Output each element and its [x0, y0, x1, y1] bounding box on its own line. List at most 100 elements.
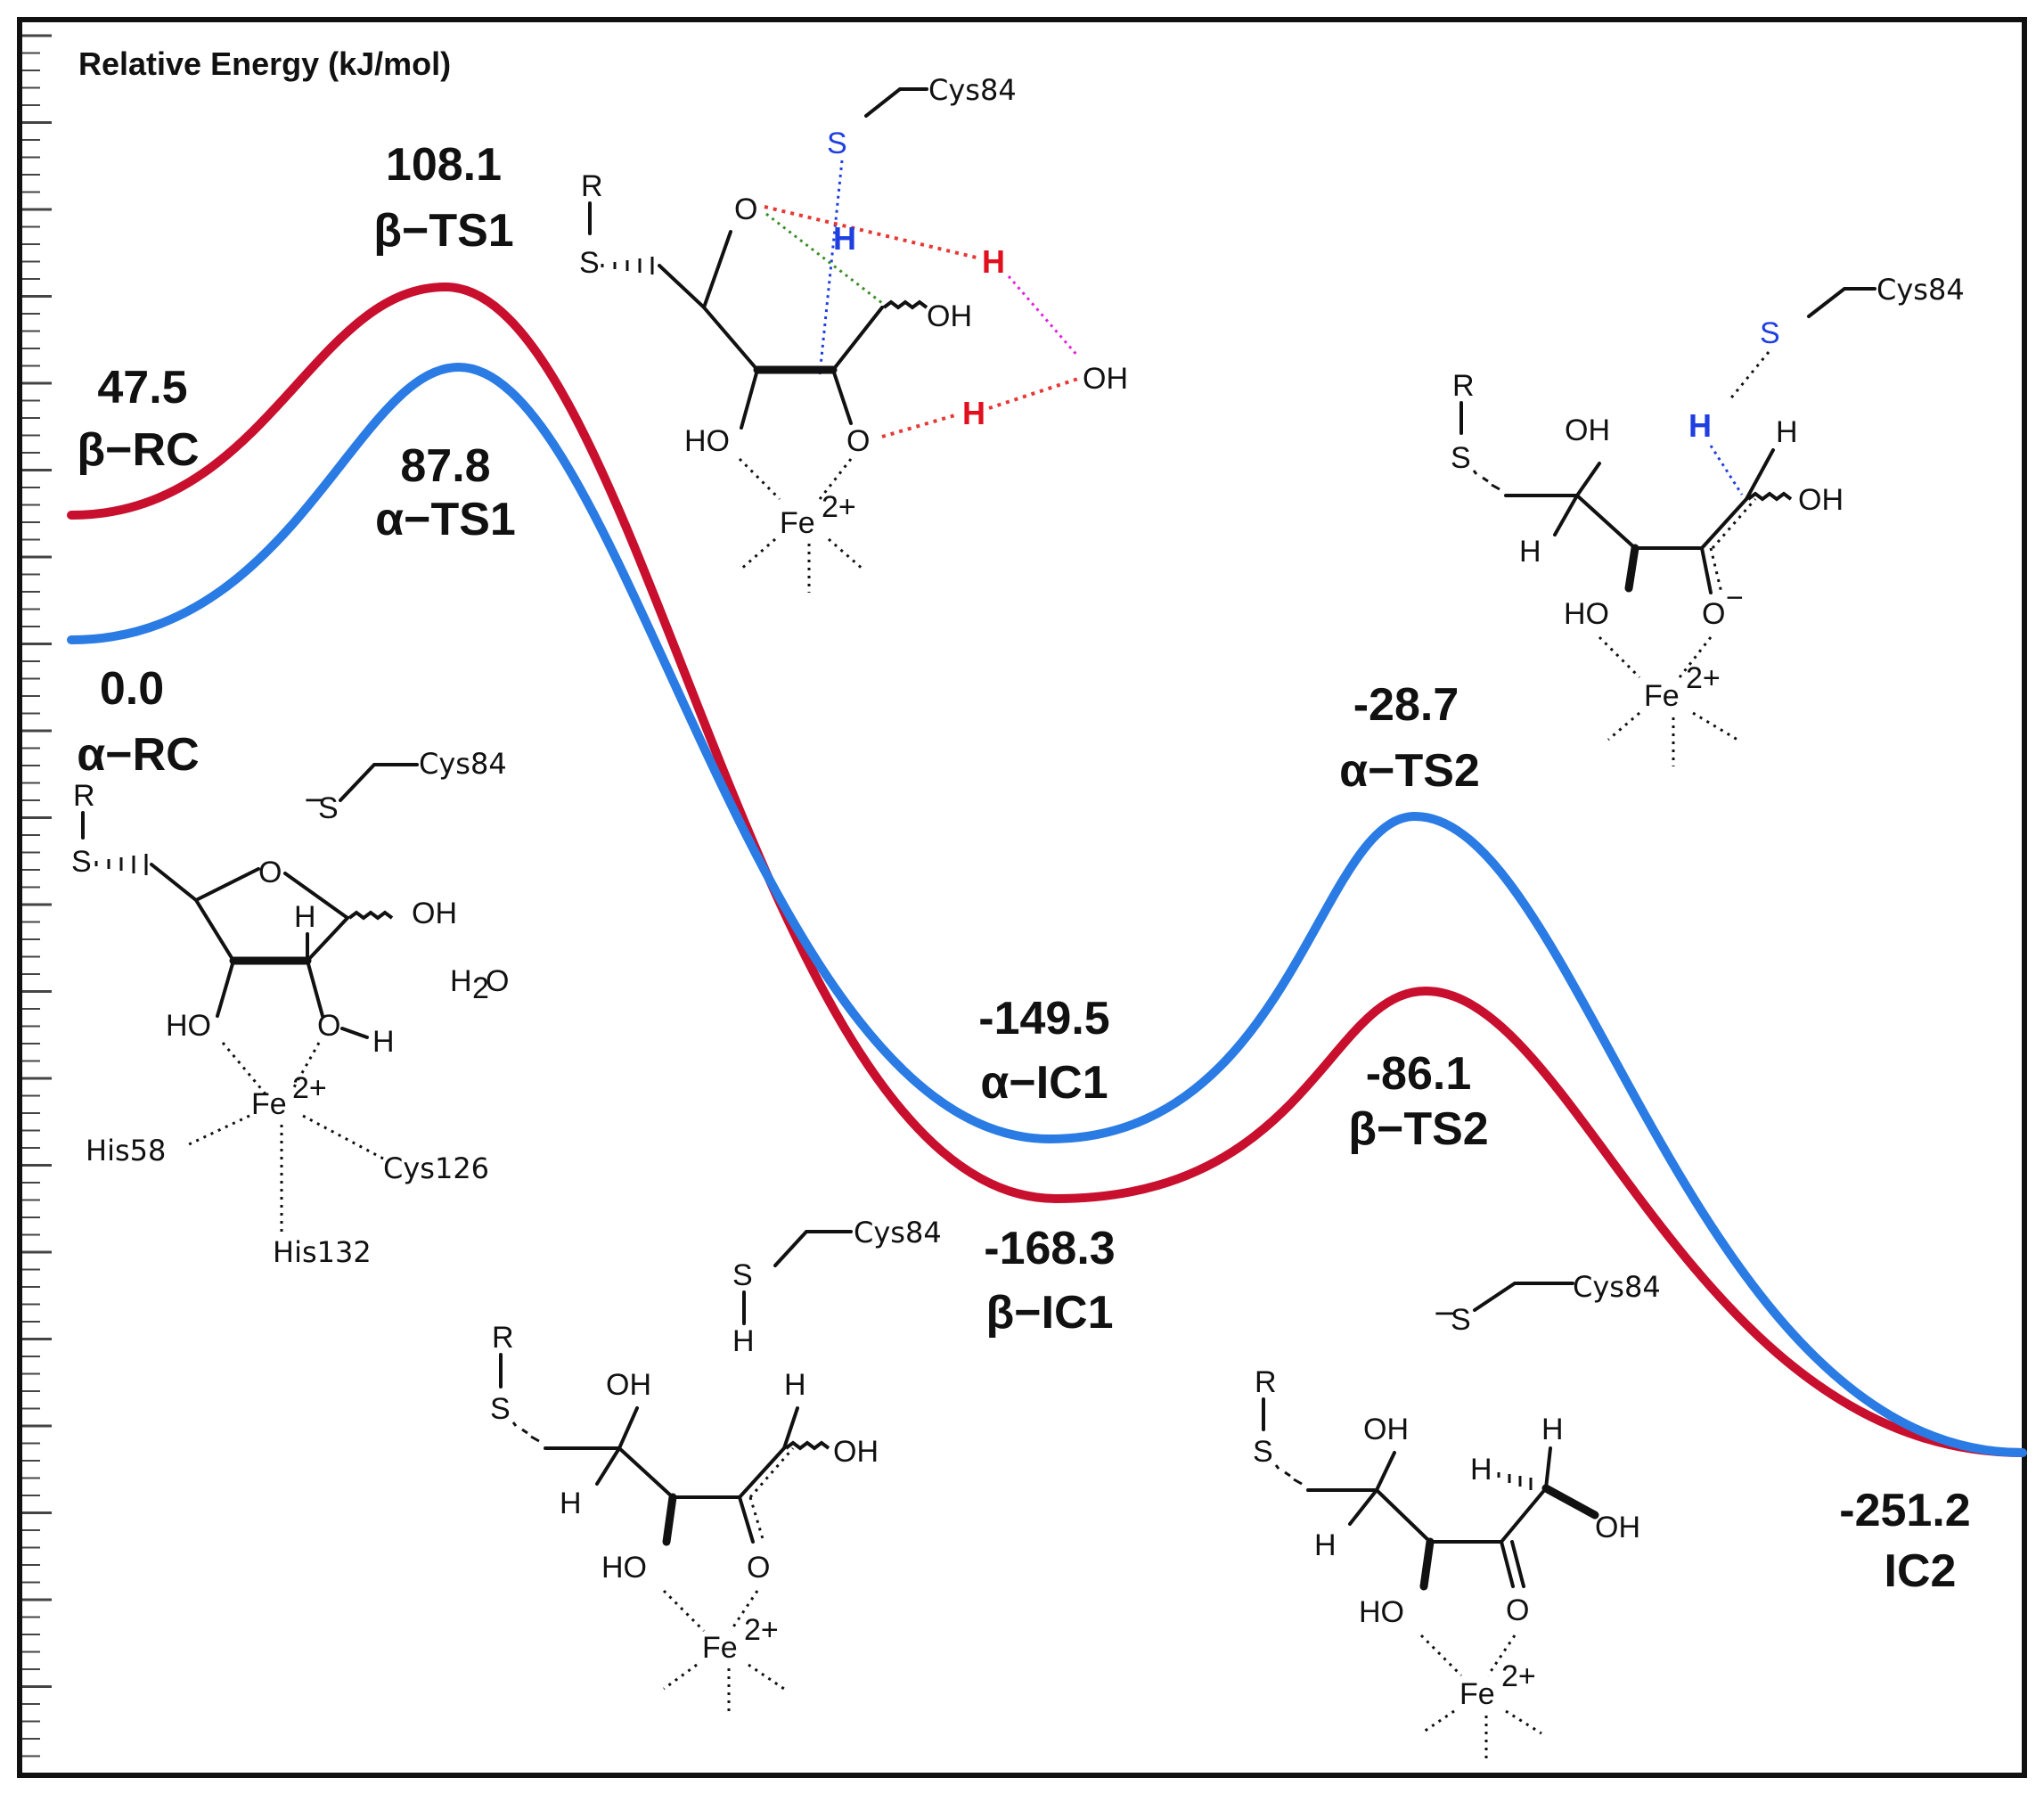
svg-text:OH: OH	[1595, 1511, 1640, 1544]
structure-ts1: Cys84 S R S O H H OH OH HO O H Fe 2+	[579, 73, 1128, 593]
svg-text:H: H	[1519, 535, 1541, 569]
svg-text:H: H	[962, 395, 985, 431]
beta-ts1-label: β−TS1	[373, 205, 513, 257]
svg-text:H: H	[982, 243, 1005, 280]
svg-text:H: H	[294, 900, 316, 934]
svg-text:HO: HO	[166, 1009, 211, 1043]
svg-text:HO: HO	[601, 1551, 647, 1585]
svg-text:2+: 2+	[744, 1613, 779, 1647]
alpha-rc-label: α−RC	[77, 729, 199, 781]
svg-text:H: H	[1314, 1528, 1337, 1562]
svg-text:Fe: Fe	[1459, 1677, 1495, 1711]
svg-text:OH: OH	[1565, 414, 1610, 447]
svg-text:H: H	[560, 1487, 582, 1520]
structure-ts2: Cys84 S R S OH H HO O − H H OH Fe 2+	[1451, 273, 1965, 766]
beta-rc-value: 47.5	[97, 362, 187, 414]
svg-text:O: O	[258, 856, 282, 889]
svg-text:Cys84: Cys84	[854, 1216, 942, 1249]
svg-text:Fe: Fe	[780, 506, 815, 540]
alpha-ts1-value: 87.8	[400, 440, 490, 492]
svg-text:H: H	[784, 1368, 806, 1402]
svg-text:OH: OH	[927, 299, 972, 333]
structure-ic1: Cys84 S H R S OH H HO O H OH Fe 2+	[490, 1216, 942, 1716]
alpha-ts2-label: α−TS2	[1339, 745, 1480, 797]
svg-text:2+: 2+	[1501, 1659, 1536, 1693]
svg-text:R: R	[1452, 369, 1475, 403]
svg-text:S: S	[579, 246, 600, 280]
alpha-ts1-label: α−TS1	[375, 494, 516, 545]
svg-text:Fe: Fe	[1644, 679, 1680, 713]
svg-text:HO: HO	[684, 424, 730, 458]
svg-text:Fe: Fe	[702, 1631, 738, 1665]
svg-text:Cys126: Cys126	[383, 1151, 489, 1185]
svg-text:O: O	[317, 1009, 340, 1043]
svg-text:S: S	[1451, 441, 1471, 475]
alpha-ic1-value: -149.5	[978, 993, 1109, 1044]
svg-text:OH: OH	[1798, 483, 1844, 517]
svg-text:OH: OH	[1083, 362, 1128, 396]
svg-text:2+: 2+	[1686, 661, 1721, 695]
ic2-value: -251.2	[1839, 1485, 1970, 1536]
alpha-ts2-value: -28.7	[1353, 679, 1459, 731]
structure-ic2: − S Cys84 R S OH H HO O H H OH Fe 2+	[1253, 1270, 1661, 1760]
beta-rc-label: β−RC	[77, 424, 199, 476]
svg-text:H: H	[833, 220, 856, 257]
svg-text:S: S	[732, 1258, 753, 1292]
energy-axis-ticks	[22, 34, 52, 1757]
svg-text:His58: His58	[86, 1134, 166, 1167]
svg-text:HO: HO	[1564, 597, 1609, 631]
svg-text:Cys84: Cys84	[419, 747, 507, 781]
svg-text:Cys84: Cys84	[928, 73, 1017, 107]
beta-ic1-value: -168.3	[984, 1223, 1115, 1274]
svg-text:2: 2	[472, 971, 489, 1005]
svg-text:S: S	[1451, 1303, 1471, 1337]
svg-text:−: −	[1726, 581, 1744, 615]
svg-text:H: H	[450, 964, 472, 998]
beta-curve	[67, 282, 2027, 1457]
structure-alpha-rc: − S Cys84 R S O OH H HO O H H 2 O Fe 2+ …	[71, 747, 509, 1269]
svg-text:S: S	[1760, 316, 1780, 350]
alpha-curve	[67, 362, 2027, 1457]
svg-text:2+: 2+	[292, 1071, 327, 1105]
svg-text:R: R	[492, 1321, 514, 1355]
svg-text:S: S	[71, 845, 92, 879]
svg-text:2+: 2+	[822, 490, 856, 524]
svg-text:H: H	[1541, 1413, 1564, 1446]
svg-text:OH: OH	[412, 897, 457, 930]
svg-text:OH: OH	[833, 1435, 879, 1469]
alpha-ic1-label: α−IC1	[980, 1057, 1108, 1109]
svg-text:S: S	[490, 1392, 511, 1426]
svg-text:O: O	[747, 1551, 770, 1585]
svg-text:HO: HO	[1359, 1595, 1404, 1629]
beta-ts2-label: β−TS2	[1348, 1103, 1488, 1155]
svg-text:R: R	[1255, 1365, 1277, 1399]
svg-text:H: H	[1688, 407, 1712, 444]
svg-text:S: S	[318, 791, 339, 825]
beta-ts1-value: 108.1	[386, 139, 502, 191]
svg-text:His132: His132	[273, 1235, 372, 1269]
ic2-label: IC2	[1885, 1545, 1957, 1597]
svg-text:O: O	[734, 193, 757, 226]
svg-text:Cys84: Cys84	[1876, 273, 1965, 307]
frame	[17, 17, 2027, 1778]
svg-text:H: H	[1470, 1453, 1492, 1487]
svg-text:H: H	[372, 1025, 395, 1059]
svg-text:S: S	[827, 127, 847, 160]
alpha-rc-value: 0.0	[100, 663, 164, 715]
svg-text:O: O	[486, 964, 509, 998]
svg-text:O: O	[1702, 597, 1725, 631]
svg-text:−: −	[1433, 1296, 1457, 1330]
beta-ts2-value: -86.1	[1366, 1048, 1472, 1100]
svg-text:O: O	[846, 424, 870, 458]
svg-text:H: H	[1776, 415, 1798, 449]
svg-text:R: R	[581, 169, 603, 203]
svg-text:Cys84: Cys84	[1573, 1270, 1661, 1304]
svg-text:R: R	[73, 779, 95, 813]
svg-text:O: O	[1506, 1593, 1529, 1627]
svg-text:OH: OH	[1363, 1413, 1409, 1446]
svg-text:OH: OH	[606, 1368, 651, 1402]
beta-ic1-label: β−IC1	[985, 1287, 1113, 1339]
svg-text:H: H	[732, 1324, 755, 1358]
svg-text:−: −	[303, 782, 327, 816]
